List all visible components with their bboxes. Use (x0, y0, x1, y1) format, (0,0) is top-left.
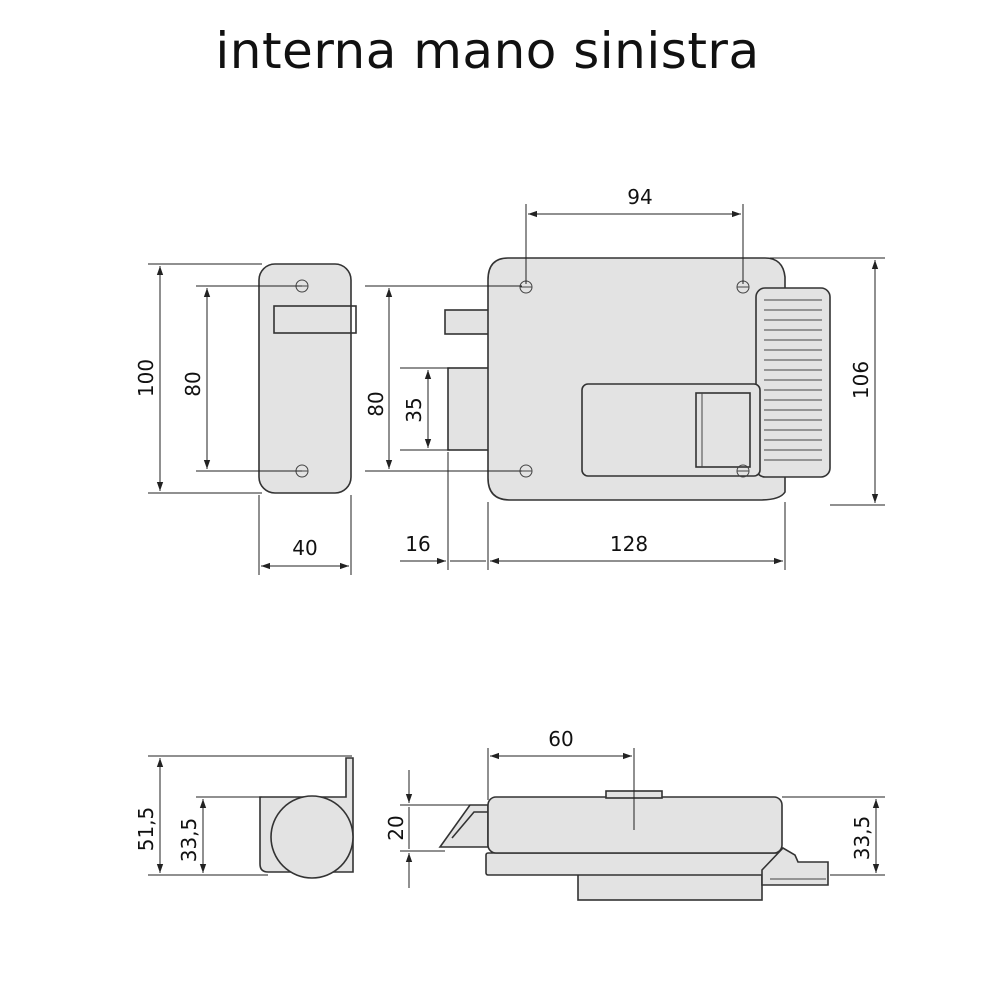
dimension-33-5-right: 33,5 (782, 796, 885, 876)
dimension-80-left: 80 (181, 285, 302, 472)
dim-51-5-label: 51,5 (134, 807, 158, 852)
dim-35-label: 35 (402, 397, 426, 422)
dim-40-label: 40 (292, 536, 317, 560)
dimension-51-5: 51,5 (134, 755, 352, 876)
dim-33-5-left-label: 33,5 (177, 818, 201, 863)
keeper-plate-bottom (259, 757, 354, 879)
dimension-33-5-left: 33,5 (177, 796, 262, 873)
dimension-40: 40 (258, 495, 352, 575)
dim-106-label: 106 (849, 361, 873, 399)
page-title: interna mano sinistra (215, 22, 760, 80)
dim-20-label: 20 (384, 815, 408, 840)
dim-33-5-right-label: 33,5 (850, 816, 874, 861)
dimension-94: 94 (525, 185, 744, 284)
dimension-100: 100 (134, 263, 262, 494)
dim-80-mid-label: 80 (364, 391, 388, 416)
dimension-35: 35 (400, 367, 450, 451)
dim-60-label: 60 (548, 727, 573, 751)
dimension-20: 20 (384, 770, 470, 888)
dim-94-label: 94 (627, 185, 652, 209)
dim-80-left-label: 80 (181, 371, 205, 396)
dimension-106: 106 (770, 257, 885, 506)
dimension-80-mid: 80 (364, 285, 522, 472)
keeper-plate-front (258, 263, 357, 494)
dimension-128: 128 (490, 502, 786, 570)
lock-body-front (444, 257, 831, 501)
dim-128-label: 128 (610, 532, 648, 556)
dimension-60: 60 (487, 727, 635, 830)
dimension-16: 16 (400, 452, 489, 570)
grip-ridges (764, 299, 822, 461)
dim-100-label: 100 (134, 359, 158, 397)
dim-16-label: 16 (405, 532, 430, 556)
